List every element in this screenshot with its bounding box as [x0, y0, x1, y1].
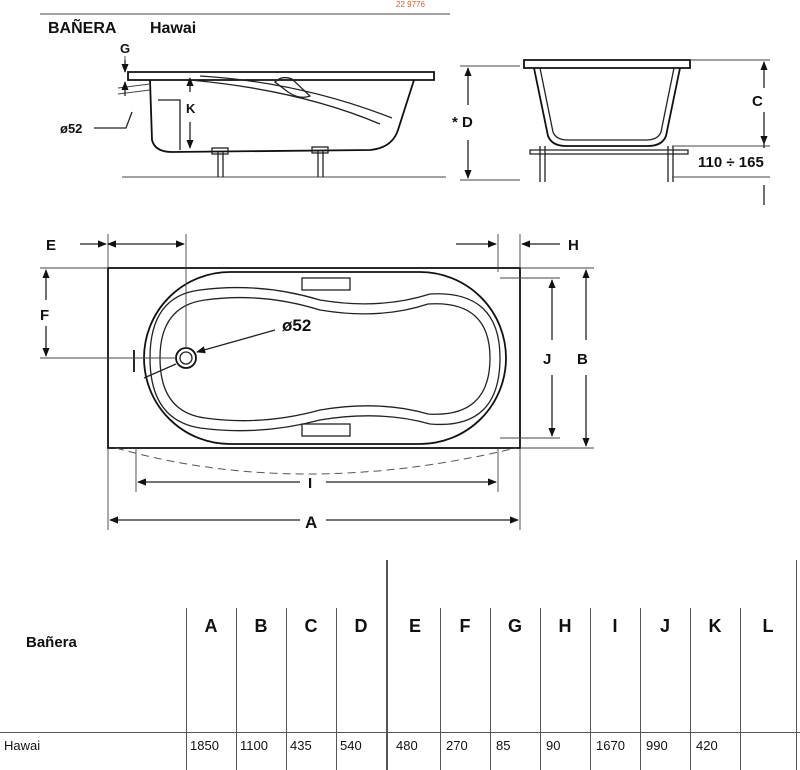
cell-h: 90: [546, 738, 561, 753]
side-elevation-view: [94, 56, 446, 178]
bathtub-technical-drawing: BAÑERA Hawai G K ø52: [40, 13, 770, 532]
label-f: F: [40, 307, 49, 324]
label-e: E: [46, 237, 56, 254]
dimension-j: [500, 277, 560, 439]
dimension-e: [80, 234, 187, 348]
dimension-h: [456, 234, 560, 272]
cell-g: 85: [496, 738, 511, 753]
cell-b: 1100: [240, 738, 268, 753]
cell-c: 435: [290, 738, 312, 753]
cell-e: 480: [396, 738, 418, 753]
col-header-h: H: [558, 616, 572, 636]
col-header-f: F: [459, 616, 471, 636]
col-header-e: E: [408, 616, 421, 636]
cell-k: 420: [696, 738, 718, 753]
dimension-i: [135, 448, 499, 492]
label-drain-side: ø52: [60, 121, 82, 136]
header-model: Hawai: [150, 20, 196, 37]
col-header-d: D: [354, 616, 368, 636]
col-header-j: J: [659, 616, 670, 636]
dimension-d: [460, 65, 520, 181]
col-header-a: A: [204, 616, 218, 636]
cell-j: 990: [646, 738, 668, 753]
label-i: I: [308, 475, 312, 492]
label-j: J: [543, 351, 551, 368]
col-header-l: L: [762, 616, 774, 636]
label-c: C: [752, 93, 763, 110]
dimension-b: [520, 267, 594, 449]
top-mark: 22 9776: [396, 0, 425, 9]
cell-a: 1850: [190, 738, 219, 753]
cell-d: 540: [340, 738, 362, 753]
cell-f: 270: [446, 738, 468, 753]
dimension-f: [40, 267, 176, 359]
col-header-b: B: [254, 616, 268, 636]
label-drain-plan: ø52: [282, 316, 311, 335]
label-g: G: [120, 41, 130, 56]
label-a: A: [305, 513, 317, 532]
label-range: 110 ÷ 165: [698, 154, 764, 171]
table-row-model: Hawai: [4, 738, 41, 753]
header-product: BAÑERA: [48, 17, 117, 37]
label-h: H: [568, 237, 579, 254]
label-b: B: [577, 351, 588, 368]
col-header-g: G: [507, 616, 522, 636]
end-elevation-view: [523, 59, 770, 205]
label-k: K: [186, 101, 196, 116]
label-d: * D: [452, 114, 473, 131]
col-header-c: C: [304, 616, 318, 636]
col-header-k: K: [708, 616, 722, 636]
table-row-label: Bañera: [26, 634, 77, 651]
plan-view: [107, 267, 521, 475]
col-header-i: I: [612, 616, 618, 636]
cell-i: 1670: [596, 738, 625, 753]
dimension-a: [107, 448, 521, 530]
